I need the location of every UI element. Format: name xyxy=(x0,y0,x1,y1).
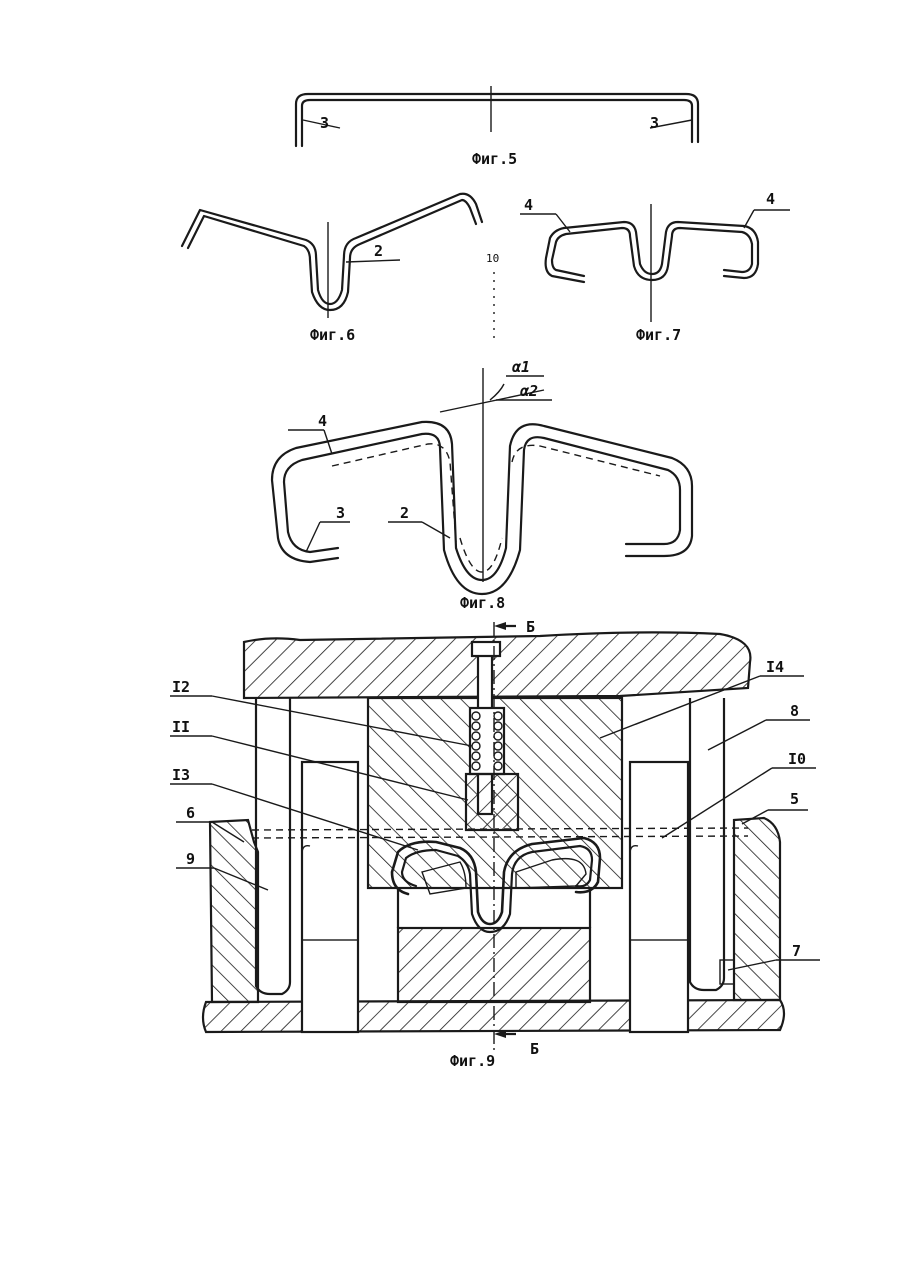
figure-7: 4 4 Фиг.7 xyxy=(520,190,790,344)
figure-9: Б Б I2 II I3 6 9 I4 8 I0 5 7 Фиг.9 xyxy=(170,618,820,1070)
fig6-label-2: 2 xyxy=(374,242,383,260)
fig9-label-I0: I0 xyxy=(788,750,806,768)
figure-5: 3 3 Фиг.5 xyxy=(296,86,698,168)
fig9-label-I4: I4 xyxy=(766,658,784,676)
fig8-label-2: 2 xyxy=(400,504,409,522)
housing-right xyxy=(734,818,780,1000)
fig8-label-3: 3 xyxy=(336,504,345,522)
fig9-label-II: II xyxy=(172,718,190,736)
section-mark-top: Б xyxy=(526,618,535,636)
fig8-label-alpha2: α2 xyxy=(520,382,538,400)
section-mark-bottom: Б xyxy=(530,1040,539,1058)
fig8-label-alpha1: α1 xyxy=(512,358,530,376)
technical-drawing: 3 3 Фиг.5 2 Фиг.6 10 4 4 Фиг.7 xyxy=(160,82,840,1082)
fig9-caption: Фиг.9 xyxy=(450,1052,495,1070)
fig9-label-8: 8 xyxy=(790,702,799,720)
ejector xyxy=(466,774,518,830)
fig5-caption: Фиг.5 xyxy=(472,150,517,168)
fig8-caption: Фиг.8 xyxy=(460,594,505,612)
fig6-caption: Фиг.6 xyxy=(310,326,355,344)
fig7-label-4-left: 4 xyxy=(524,196,533,214)
fig7-caption: Фиг.7 xyxy=(636,326,681,344)
housing-left xyxy=(210,820,258,1002)
fig5-label-3-right: 3 xyxy=(650,114,659,132)
figure-6: 2 Фиг.6 10 xyxy=(182,194,499,344)
fig9-label-I2: I2 xyxy=(172,678,190,696)
figure-8: α1 α2 4 3 2 Фиг.8 xyxy=(272,358,692,612)
fig7-label-4-right: 4 xyxy=(766,190,775,208)
fig5-label-3-left: 3 xyxy=(320,114,329,132)
fig8-label-4: 4 xyxy=(318,412,327,430)
stray-label-10: 10 xyxy=(486,252,499,265)
fig9-label-6: 6 xyxy=(186,804,195,822)
fig9-label-5: 5 xyxy=(790,790,799,808)
fig9-label-9: 9 xyxy=(186,850,195,868)
fig9-label-7: 7 xyxy=(792,942,801,960)
fig9-label-I3: I3 xyxy=(172,766,190,784)
